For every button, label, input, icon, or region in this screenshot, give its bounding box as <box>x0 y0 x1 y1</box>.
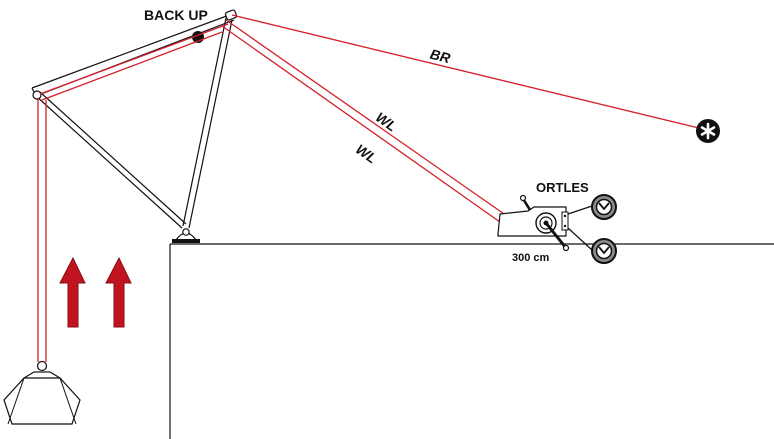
anchor-star-icon <box>696 119 720 143</box>
ortles-label: ORTLES <box>536 180 589 195</box>
wl-label-upper: WL <box>373 109 400 135</box>
boom-rope-2 <box>41 31 223 101</box>
mast <box>182 17 233 229</box>
backup-label: BACK UP <box>144 7 208 23</box>
winch <box>497 194 593 252</box>
boom-rope-1 <box>39 23 229 95</box>
wl-label-lower: WL <box>353 141 380 167</box>
left-pulley <box>32 90 42 100</box>
mast-base <box>172 228 200 243</box>
up-arrow-icon <box>105 256 132 328</box>
weight-block-icon <box>3 360 81 425</box>
wl-rope-upper <box>225 19 508 217</box>
diagonal-strut <box>35 91 187 229</box>
gauge-icon <box>591 194 617 220</box>
gauge-icon <box>591 238 617 264</box>
distance-label: 300 cm <box>512 252 550 264</box>
up-arrow-icon <box>59 256 86 328</box>
br-rope <box>231 14 708 131</box>
top-pulley <box>224 9 238 21</box>
wl-rope-lower <box>221 25 501 223</box>
br-label: BR <box>428 46 452 67</box>
boom-arm <box>31 13 235 97</box>
building-ledge <box>169 243 774 439</box>
